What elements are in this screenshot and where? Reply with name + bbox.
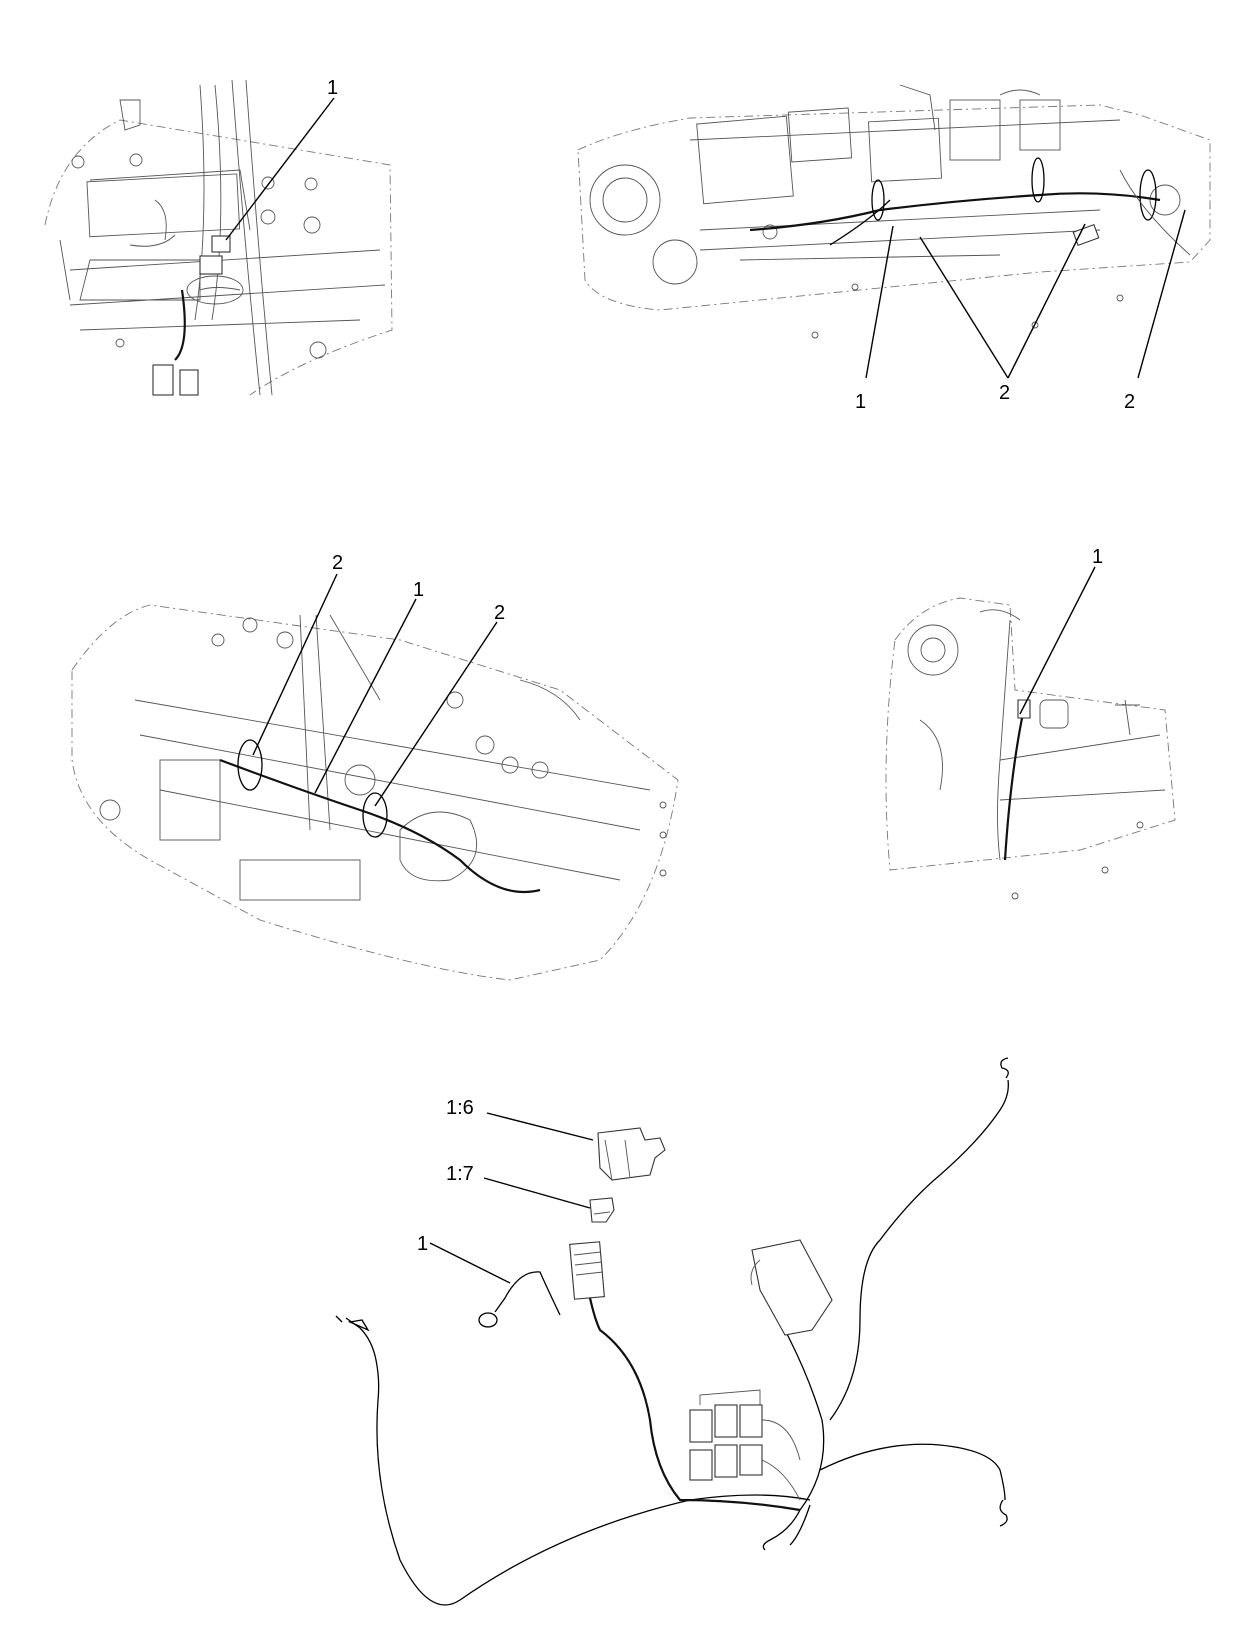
fuse: [589, 1197, 615, 1223]
callout-label: 1: [1092, 546, 1103, 568]
callout-label: 2: [332, 552, 343, 574]
callout-label: 1: [855, 391, 866, 413]
fuse-holder: [569, 1241, 605, 1300]
callout-label: 2: [999, 382, 1010, 404]
callout-label: 1:6: [446, 1097, 474, 1119]
view-bottom-harness: 1:6 1:7 1: [335, 1057, 1009, 1606]
callout-label: 1: [417, 1233, 428, 1255]
view-top-left: 1: [44, 77, 393, 396]
callout-label: 2: [1124, 391, 1135, 413]
callout-label: 1: [413, 579, 424, 601]
callout-label: 2: [494, 602, 505, 624]
fuse-block: [689, 1389, 801, 1501]
view-middle-right: 1: [885, 546, 1176, 900]
callout-label: 1: [327, 77, 338, 99]
callout-label: 1:7: [446, 1163, 474, 1185]
view-top-right: 1 2 2: [577, 84, 1211, 413]
relay: [597, 1127, 666, 1181]
view-middle-left: 2 1 2: [71, 552, 679, 981]
